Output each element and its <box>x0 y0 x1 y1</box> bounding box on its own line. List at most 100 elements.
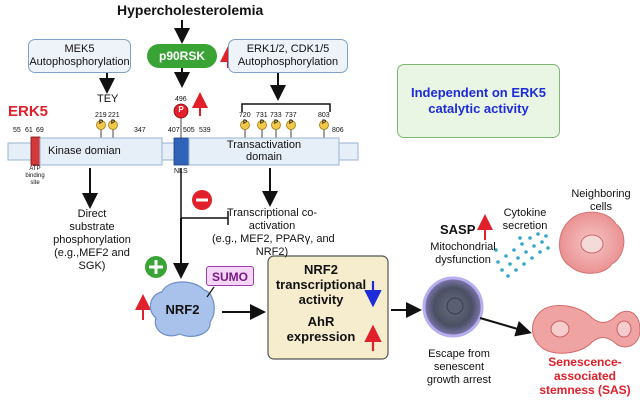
mek5-box-line2: Autophosphorylation <box>29 56 130 68</box>
nls-label: NLS <box>174 168 188 175</box>
coactivation-text: Transcriptional co- activation (e.g., ME… <box>212 207 335 259</box>
phospho-p-803: P <box>321 120 326 126</box>
center-box <box>267 255 389 360</box>
pos-221: 221 <box>108 112 120 119</box>
nrf2-label: NRF2 <box>165 302 200 317</box>
phospho-p-496: P <box>178 105 184 114</box>
sasp-label: SASP <box>440 222 476 237</box>
dividing-cells <box>532 304 640 354</box>
phospho-site-219 <box>96 120 106 130</box>
phospho-p-737: P <box>288 120 293 126</box>
erk5-label: ERK5 <box>8 103 49 120</box>
phospho-site-720 <box>240 120 250 130</box>
atp-binding-label: ATP binding site <box>20 166 50 187</box>
direct-phosphorylation-text: Direct substrate phosphorylation (e.g.,M… <box>42 208 142 273</box>
phospho-site-221 <box>108 120 118 130</box>
erk-cdk-box-line2: Autophosphorylation <box>237 56 339 68</box>
arrow-cell-to-sas <box>479 317 532 337</box>
independent-box-line2: catalytic activity <box>428 101 529 116</box>
tey-label: TEY <box>97 93 119 105</box>
transactivation-label: Transactivation domain <box>189 139 339 163</box>
cytokine-text: Cytokine secretion <box>490 207 560 233</box>
independent-box-line1: Independent on ERK5 <box>410 85 547 100</box>
center-line5: expression <box>286 329 356 344</box>
sas-text: Senescence- associated stemness (SAS) <box>532 355 638 397</box>
pos-806: 806 <box>332 127 344 134</box>
independent-box: Independent on ERK5 catalytic activity <box>397 64 560 138</box>
pos-803: 803 <box>318 112 330 119</box>
transactivation-label-line1: Transactivation <box>226 139 302 151</box>
direct-line4: (e.g.,MEF2 and <box>54 247 130 259</box>
p90rsk-label: p90RSK <box>158 49 205 63</box>
phospho-site-803 <box>319 120 329 130</box>
nrf2-blob <box>149 281 215 337</box>
phospho-site-496 <box>173 103 189 119</box>
cytokine-dots <box>494 232 550 278</box>
pos-219: 219 <box>95 112 107 119</box>
sas-line2: associated <box>553 369 617 383</box>
escape-text: Escape from senescent growth arrest <box>418 348 500 387</box>
phospho-p-219: P <box>98 120 103 126</box>
pos-61: 61 <box>25 127 33 134</box>
direct-line3: phosphorylation <box>53 234 131 246</box>
sas-line3: stemness (SAS) <box>539 383 631 397</box>
coactivation-line3: (e.g., MEF2, PPARγ, and <box>212 233 335 245</box>
atp-binding-segment <box>30 136 41 166</box>
atp-binding-line3: site <box>30 180 40 186</box>
erk-cdk-box: ERK1/2, CDK1/5 Autophosphorylation <box>228 39 348 73</box>
direct-line1: Direct <box>77 208 107 220</box>
transactivation-domain-box <box>188 137 340 166</box>
mek5-box: MEK5 Autophosphorylation <box>28 39 131 73</box>
sumo-tag: SUMO <box>206 266 254 286</box>
transactivation-label-line2: domain <box>245 151 283 163</box>
p90rsk-pill <box>147 44 217 68</box>
coactivation-line4: NRF2) <box>255 246 289 258</box>
pos-55: 55 <box>13 127 21 134</box>
phospho-p-731: P <box>259 120 264 126</box>
pos-737: 737 <box>285 112 297 119</box>
pos-407: 407 <box>168 127 180 134</box>
atp-binding-line1: ATP <box>29 166 41 172</box>
pos-731: 731 <box>256 112 268 119</box>
center-line2: transcriptional <box>275 277 367 292</box>
phospho-site-733 <box>271 120 281 130</box>
sas-line1: Senescence- <box>548 355 622 369</box>
nls-box <box>173 137 190 166</box>
mito-line2: dysfunction <box>435 254 491 266</box>
cytokine-line1: Cytokine <box>503 207 547 219</box>
pos-505: 505 <box>183 127 195 134</box>
escape-line2: senescent <box>433 361 485 373</box>
cytokine-line2: secretion <box>502 220 548 232</box>
kinase-domain-label: Kinase domian <box>48 145 121 157</box>
phospho-site-737 <box>286 120 296 130</box>
center-box-text: NRF2 transcriptional activity AhR expres… <box>268 262 374 344</box>
center-line1: NRF2 <box>304 262 338 277</box>
direct-line2: substrate <box>69 221 115 233</box>
phospho-site-731 <box>257 120 267 130</box>
pos-69: 69 <box>36 127 44 134</box>
kinase-domain-box <box>39 137 163 166</box>
mito-text: Mitochondrial dysfunction <box>418 241 508 267</box>
escape-line1: Escape from <box>428 348 490 360</box>
direct-line5: SGK) <box>78 260 106 272</box>
neighboring-text: Neighboring cells <box>565 188 637 214</box>
pos-496: 496 <box>175 96 187 103</box>
coactivation-line1: Transcriptional co- <box>226 207 318 219</box>
mek5-box-line1: MEK5 <box>64 43 95 55</box>
neighboring-line1: Neighboring <box>571 188 631 200</box>
phospho-bracket <box>241 103 331 112</box>
pos-733: 733 <box>270 112 282 119</box>
mito-line1: Mitochondrial <box>430 241 496 253</box>
center-line4: AhR <box>307 314 335 329</box>
neighboring-line2: cells <box>589 201 612 213</box>
escape-line3: growth arrest <box>426 374 492 386</box>
erk-cdk-box-line1: ERK1/2, CDK1/5 <box>246 43 330 55</box>
pos-720: 720 <box>239 112 251 119</box>
title-hypercholesterolemia: Hypercholesterolemia <box>117 2 264 18</box>
phospho-p-720: P <box>242 120 247 126</box>
pos-347: 347 <box>134 127 146 134</box>
pos-539: 539 <box>199 127 211 134</box>
coactivation-line2: activation <box>248 220 296 232</box>
atp-binding-line2: binding <box>25 173 45 179</box>
